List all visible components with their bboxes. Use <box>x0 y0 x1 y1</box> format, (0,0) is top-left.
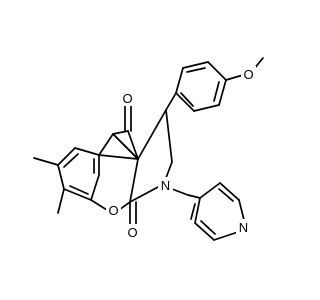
bond <box>182 61 209 69</box>
lactam-oxygen-label: O <box>125 224 140 240</box>
bond <box>238 199 245 221</box>
bond <box>127 130 139 160</box>
bond <box>112 133 139 160</box>
bond <box>218 188 234 202</box>
bond <box>187 194 201 199</box>
atom-label-n-pyridine: N <box>239 220 248 235</box>
bond <box>63 153 79 168</box>
bond <box>175 67 184 94</box>
bond <box>165 161 173 179</box>
bond <box>218 79 227 106</box>
bond <box>193 104 220 112</box>
atom-label-o-ketone: O <box>122 91 132 106</box>
molecule-structure: O O O O N N <box>33 57 264 241</box>
bond <box>69 185 89 195</box>
bond <box>219 182 240 201</box>
atom-label-o-ring: O <box>108 203 118 218</box>
bond <box>186 67 206 73</box>
methoxy-oxygen-label: O <box>241 66 256 82</box>
bond <box>199 182 221 199</box>
bond <box>213 81 220 102</box>
bond <box>165 109 173 163</box>
ketone-oxygen-label: O <box>120 90 135 106</box>
atom-label-o-lactam: O <box>127 225 137 240</box>
bond <box>63 188 92 201</box>
bond <box>33 157 59 166</box>
bond <box>129 158 139 203</box>
bond <box>57 164 65 190</box>
bond <box>175 92 195 112</box>
bond <box>165 92 177 111</box>
bond <box>225 74 244 81</box>
bonds <box>33 57 264 241</box>
atom-label-o-methoxy: O <box>243 67 253 82</box>
bond <box>200 220 216 235</box>
bond <box>194 222 215 241</box>
bond <box>180 92 194 107</box>
bond <box>129 186 159 203</box>
bond <box>74 147 100 156</box>
bond <box>98 133 114 156</box>
bond <box>98 154 139 160</box>
ring-oxygen-label: O <box>106 202 121 218</box>
atom-label-n-lactam: N <box>161 178 170 193</box>
bond <box>137 109 167 160</box>
bond <box>90 174 100 201</box>
bond <box>207 61 227 81</box>
bond <box>171 188 189 196</box>
bond <box>112 130 129 135</box>
pyridine-nitrogen-label: N <box>236 219 251 235</box>
bond <box>213 231 239 241</box>
bond <box>194 197 201 224</box>
bond <box>57 147 76 166</box>
lactam-nitrogen-label: N <box>158 177 173 193</box>
bond <box>190 203 196 220</box>
bond <box>90 199 108 211</box>
bond <box>57 188 65 214</box>
atom-labels: O O O O N N <box>106 66 256 240</box>
